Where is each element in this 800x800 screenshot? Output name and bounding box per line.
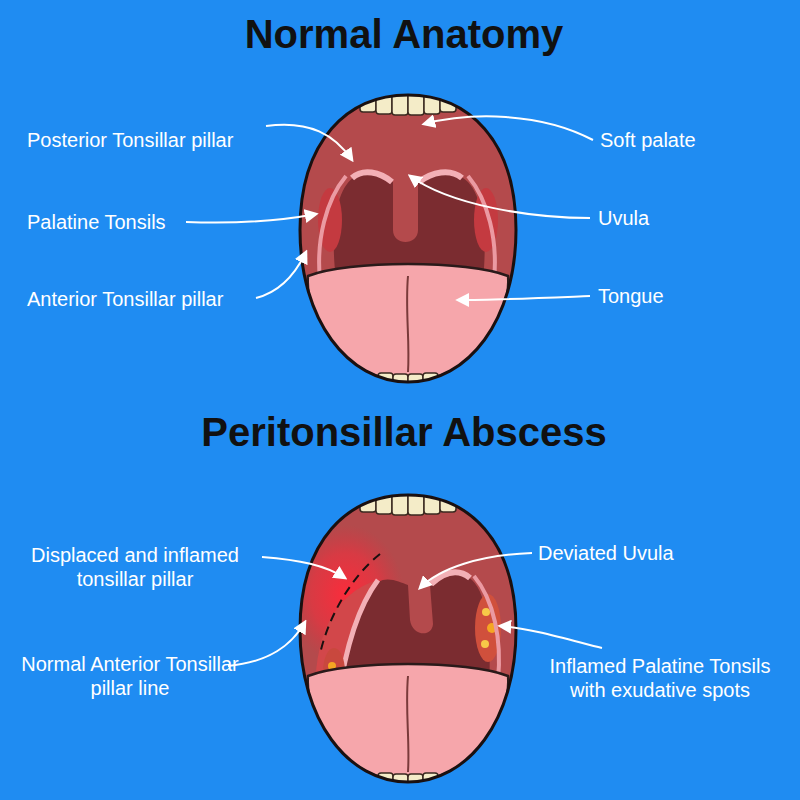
leader-line [410,176,590,218]
lip-outline [300,495,516,782]
posterior-pillar [352,172,392,182]
leader-line [262,557,345,578]
leader-lines [186,116,602,666]
anatomy-label: Inflamed Palatine Tonsils with exudative… [530,654,790,702]
anatomy-label: Soft palate [600,128,696,152]
exudative-spot [481,640,489,648]
leader-line [266,125,352,160]
anterior-pillar [468,176,495,280]
tongue [308,664,509,782]
posterior-pillar [431,572,470,584]
normal-mouth [300,90,516,390]
leader-line [424,116,593,140]
leader-line [458,296,590,300]
exudative-spot [482,608,490,616]
anterior-pillar [319,176,346,280]
leader-line [256,252,306,298]
leader-line [228,622,305,666]
anatomy-label: Anterior Tonsillar pillar [27,287,223,311]
tongue-groove [407,676,408,772]
leader-line [500,626,602,648]
anatomy-label: Displaced and inflamed tonsillar pillar [5,543,265,591]
anatomy-label: Posterior Tonsillar pillar [27,128,233,152]
leader-line [420,553,532,588]
tongue-groove [407,276,408,372]
posterior-pillar [419,172,462,182]
anatomy-label: Tongue [598,284,664,308]
tongue [308,264,509,382]
anatomy-label: Normal Anterior Tonsillar pillar line [20,652,240,700]
section-heading: Normal Anatomy [4,10,800,58]
abscess-mouth [288,490,516,790]
anterior-pillar [474,576,499,680]
anatomy-label: Palatine Tonsils [27,210,166,234]
leader-line [186,214,316,223]
anatomy-label: Deviated Uvula [538,541,674,565]
anatomy-label: Uvula [598,206,649,230]
section-heading: Peritonsillar Abscess [4,408,800,456]
